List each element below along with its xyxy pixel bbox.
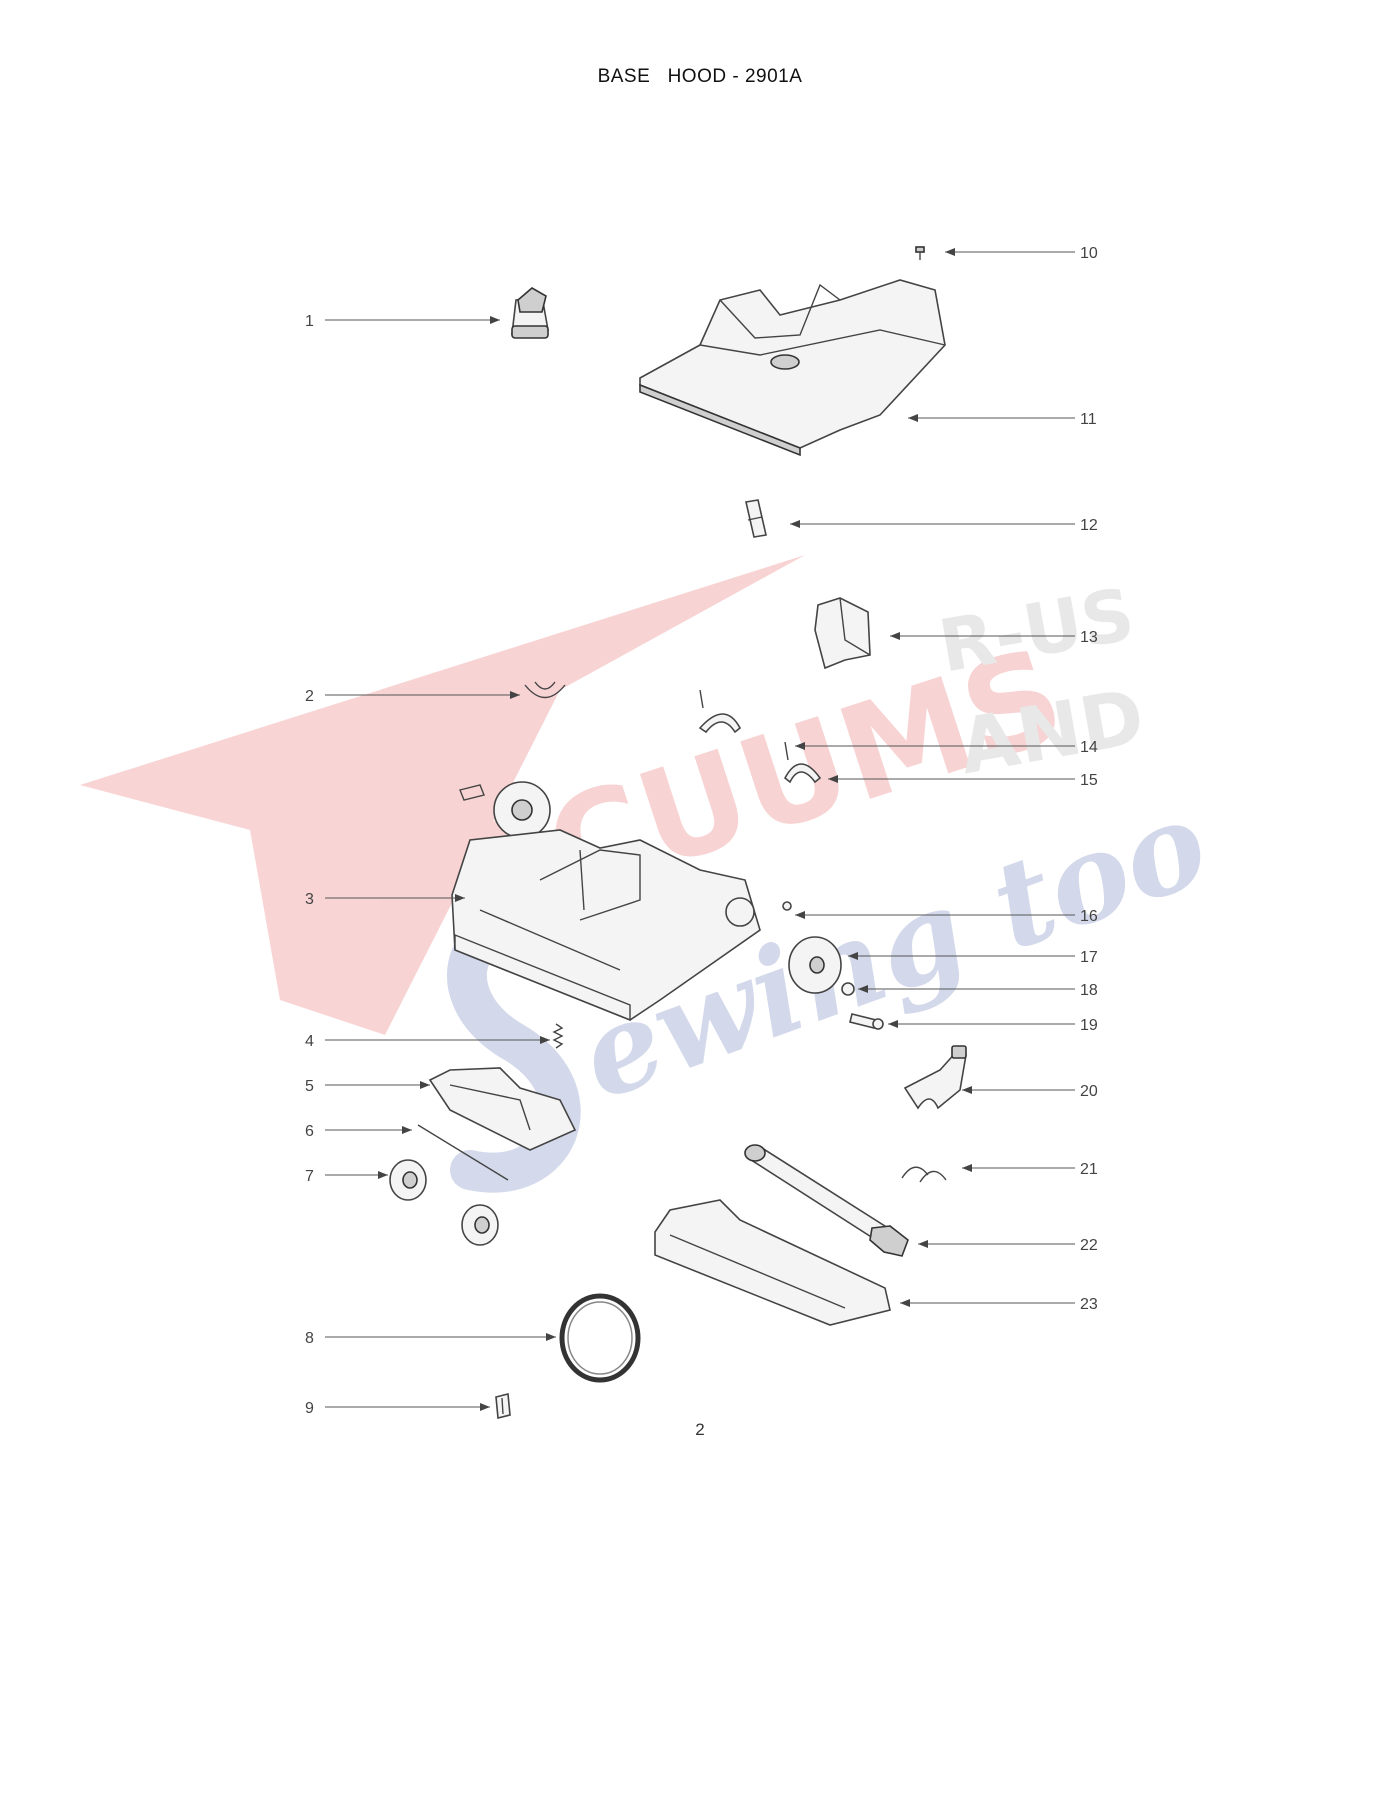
callout-10: 10	[1080, 245, 1098, 262]
callout-14: 14	[1080, 739, 1098, 756]
part-clamp-15	[783, 763, 822, 784]
callout-18: 18	[1080, 982, 1098, 999]
arrowhead	[945, 248, 955, 256]
arrowhead	[888, 1020, 898, 1028]
arrowhead	[790, 520, 800, 528]
part-bracket-2	[524, 681, 566, 699]
arrowhead	[962, 1086, 972, 1094]
callout-6: 6	[305, 1123, 314, 1140]
part-base-3	[451, 829, 761, 1022]
callout-19: 19	[1080, 1017, 1098, 1034]
callout-9: 9	[305, 1400, 314, 1417]
page-number: 2	[695, 1420, 705, 1439]
arrowhead	[828, 775, 838, 783]
arrowhead	[378, 1171, 388, 1179]
part-guard-13	[814, 597, 871, 670]
arrowhead	[510, 691, 520, 699]
callout-numbers: 1 2 3 4 5 6 7 8 9 10 11 12 13 14 15 16 1…	[305, 245, 1098, 1417]
part-washer-16	[782, 901, 792, 911]
watermark-text-rus: R-US	[933, 572, 1140, 689]
callout-15: 15	[1080, 772, 1098, 789]
arrowhead	[858, 985, 868, 993]
part-screw-10	[915, 246, 925, 260]
arrowhead	[455, 894, 465, 902]
part-nut-18	[841, 982, 855, 996]
callout-22: 22	[1080, 1237, 1098, 1254]
arrowhead	[480, 1403, 490, 1411]
part-wheel-17	[788, 936, 842, 994]
part-fan	[459, 781, 551, 839]
callout-8: 8	[305, 1330, 314, 1347]
callout-3: 3	[305, 891, 314, 908]
callout-23: 23	[1080, 1296, 1098, 1313]
callout-16: 16	[1080, 908, 1098, 925]
arrowhead	[962, 1164, 972, 1172]
arrowhead	[546, 1333, 556, 1341]
part-clips-21	[901, 1166, 947, 1183]
page-title: BASE HOOD - 2901A	[597, 66, 803, 87]
callout-21: 21	[1080, 1161, 1098, 1178]
arrowhead	[908, 414, 918, 422]
callout-5: 5	[305, 1078, 314, 1095]
part-spring-4	[552, 1023, 564, 1049]
callout-1: 1	[305, 313, 314, 330]
part-brushroll-22	[744, 1144, 909, 1257]
arrowhead	[795, 742, 805, 750]
arrowhead	[890, 632, 900, 640]
part-pedal-5	[428, 1067, 577, 1151]
arrowhead	[918, 1240, 928, 1248]
callout-11: 11	[1080, 411, 1097, 428]
arrowhead	[900, 1299, 910, 1307]
callout-13: 13	[1080, 629, 1098, 646]
part-rod-6	[417, 1124, 509, 1181]
callout-2: 2	[305, 688, 314, 705]
arrowhead	[490, 316, 500, 324]
arrowhead	[795, 911, 805, 919]
callout-17: 17	[1080, 949, 1098, 966]
part-latch-20	[903, 1045, 967, 1110]
arrowhead	[402, 1126, 412, 1134]
callout-12: 12	[1080, 517, 1098, 534]
part-axle-19	[849, 1013, 884, 1030]
part-wheel-7	[389, 1159, 499, 1246]
leader-lines	[325, 248, 1075, 1411]
part-screw-14	[698, 689, 789, 761]
arrowhead	[420, 1081, 430, 1089]
arrowhead	[540, 1036, 550, 1044]
callout-4: 4	[305, 1033, 314, 1050]
callout-7: 7	[305, 1168, 314, 1185]
part-connector-12	[745, 499, 767, 538]
part-plate-23	[654, 1199, 891, 1326]
part-fitting-1	[511, 287, 549, 339]
watermark-red-swoosh	[80, 555, 805, 1035]
part-hood-11	[639, 279, 946, 457]
callout-20: 20	[1080, 1083, 1098, 1100]
part-belt-8	[559, 1293, 641, 1383]
arrowhead	[848, 952, 858, 960]
part-clip-9	[495, 1392, 511, 1420]
